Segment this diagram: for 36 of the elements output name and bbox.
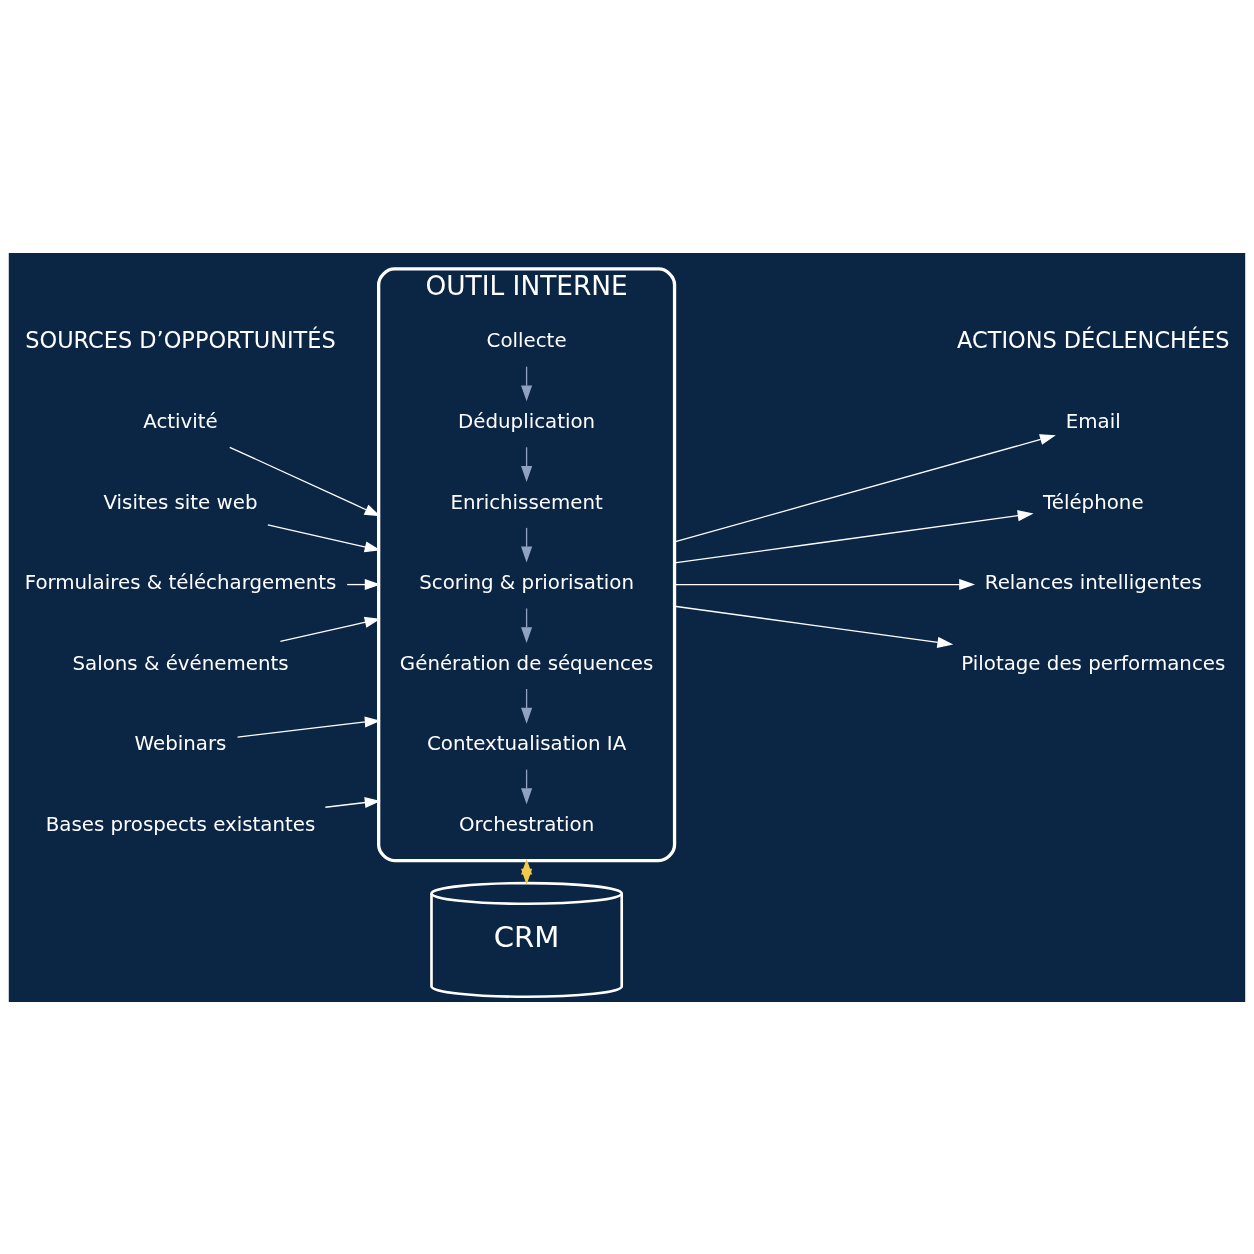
arrow	[236, 715, 381, 738]
arrow	[324, 796, 381, 808]
arrow	[673, 509, 1034, 564]
node-text: Formulaires & téléchargements	[24, 570, 337, 594]
node-text: Génération de séquences	[399, 651, 654, 675]
arrow	[279, 616, 381, 642]
arrow	[673, 605, 954, 648]
node-text: Visites site web	[103, 490, 258, 514]
arrow	[521, 526, 533, 562]
node-text: Contextualisation IA	[426, 731, 627, 755]
label: SOURCES D’OPPORTUNITÉS	[25, 326, 336, 353]
node-text: Activité	[143, 409, 218, 433]
arrow	[673, 433, 1056, 542]
node-text: Enrichissement	[450, 490, 603, 514]
arrow	[521, 446, 533, 482]
arrow	[346, 578, 381, 590]
arrow	[267, 523, 381, 552]
node-text: Bases prospects existantes	[45, 812, 316, 836]
arrow	[521, 365, 533, 401]
node-text: Salons & événements	[72, 651, 289, 675]
node-text: Scoring & priorisation	[419, 570, 634, 594]
node-text: Collecte	[486, 328, 567, 352]
node-text: Déduplication	[458, 409, 596, 433]
node-text: Téléphone	[1043, 490, 1144, 514]
node-text: Relances intelligentes	[984, 570, 1202, 594]
node-text: Orchestration	[459, 812, 595, 836]
arrow	[521, 768, 533, 804]
label: ACTIONS DÉCLENCHÉES	[957, 326, 1230, 353]
node-text: Webinars	[134, 731, 227, 755]
arrow	[521, 687, 533, 724]
arrow	[229, 446, 381, 516]
node-text: Pilotage des performances	[961, 651, 1226, 675]
arrow	[521, 607, 533, 643]
arrow	[521, 858, 533, 885]
arrow	[673, 578, 976, 590]
node-text: Email	[1065, 409, 1121, 433]
